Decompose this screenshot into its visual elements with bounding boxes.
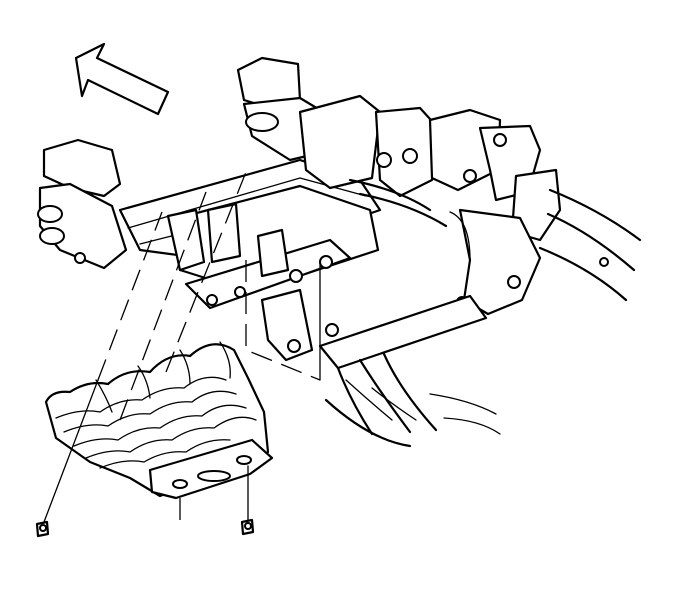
bolt-left <box>35 520 50 538</box>
alignment-lines <box>43 171 321 523</box>
forward-direction-arrow <box>74 42 170 116</box>
bolt-right <box>240 518 255 536</box>
skid-plate <box>44 341 274 500</box>
